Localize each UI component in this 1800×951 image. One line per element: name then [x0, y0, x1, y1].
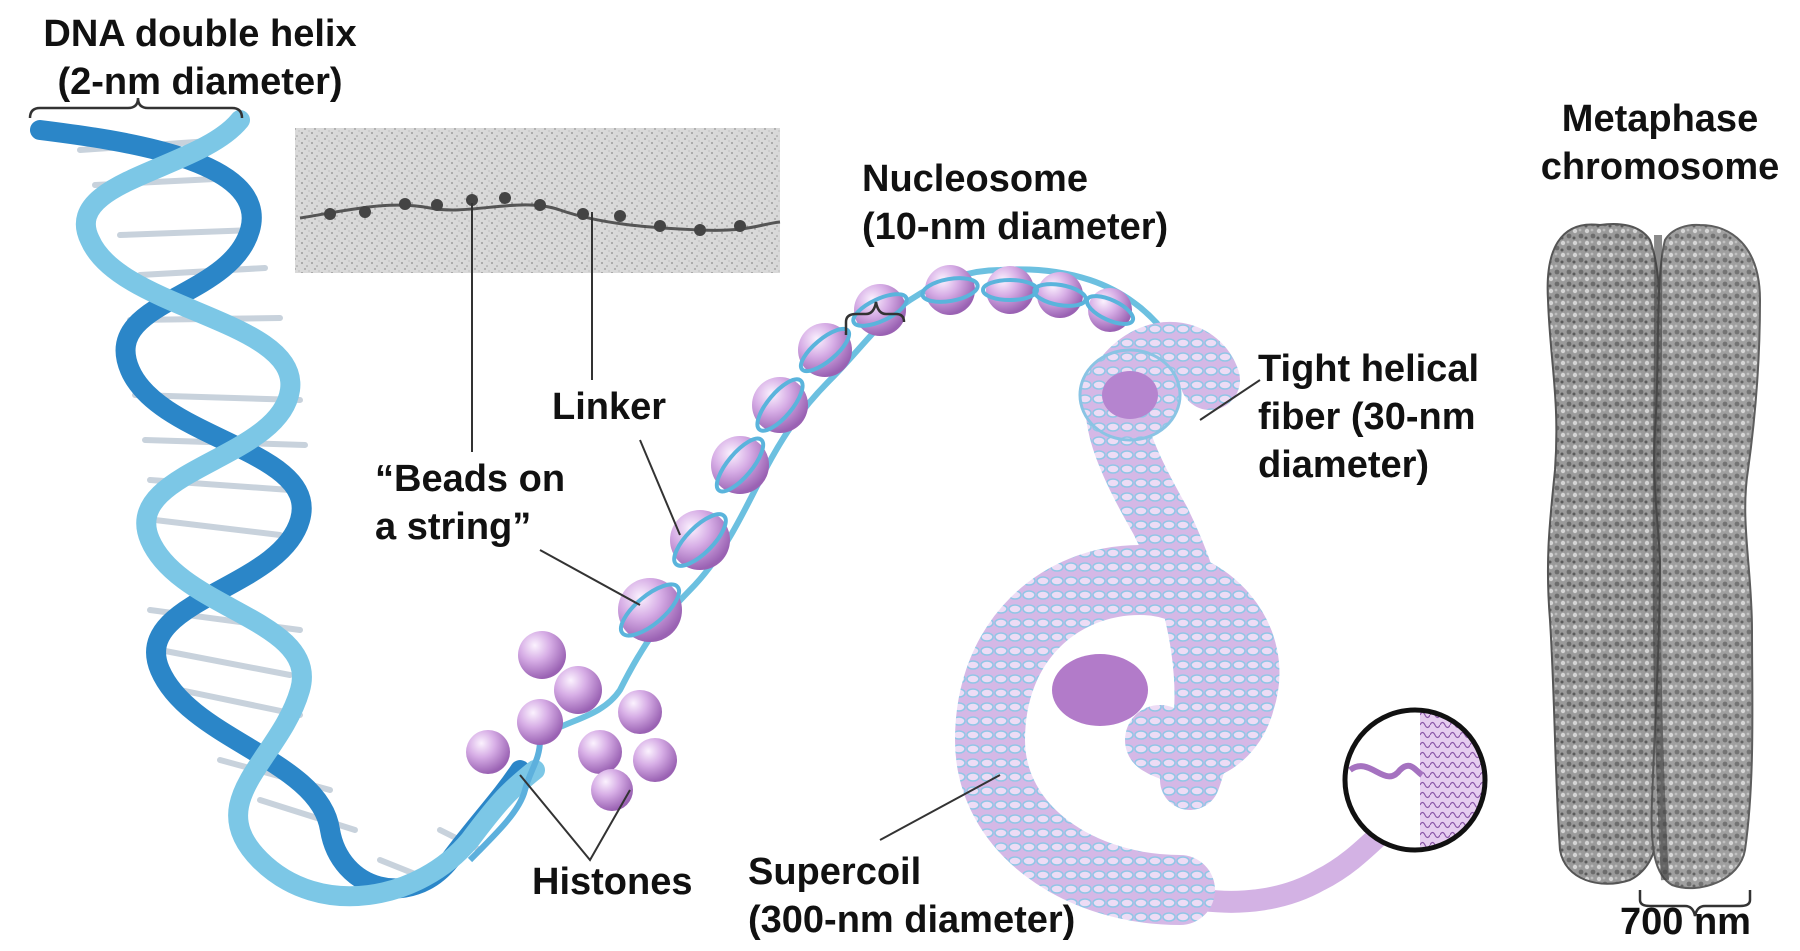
dna-helix-label: DNA double helix (2-nm diameter)	[10, 10, 390, 106]
tight-helical-fiber-label: Tight helical fiber (30-nm diameter)	[1258, 345, 1479, 489]
linker-leader-line	[640, 440, 680, 535]
beads-on-string-label: “Beads on a string”	[375, 455, 565, 551]
magnified-loop	[1345, 710, 1490, 850]
supercoil-label: Supercoil (300-nm diameter)	[748, 848, 1075, 944]
supercoil-label-line1: Supercoil	[748, 848, 1075, 896]
nucleosome-label-line1: Nucleosome	[862, 155, 1168, 203]
dna-helix-label-line1: DNA double helix	[10, 10, 390, 58]
nucleosome-label-line2: (10-nm diameter)	[862, 203, 1168, 251]
fiber-label-line2: fiber (30-nm	[1258, 393, 1479, 441]
chromatid-left	[1548, 224, 1663, 884]
fiber-label-line1: Tight helical	[1258, 345, 1479, 393]
beads-label-line2: a string”	[375, 503, 565, 551]
metaphase-chromosome-label: Metaphase chromosome	[1520, 95, 1800, 191]
supercoil-label-line2: (300-nm diameter)	[748, 896, 1075, 944]
metaphase-label-line1: Metaphase	[1520, 95, 1800, 143]
beads-micrograph	[295, 128, 780, 273]
chromatid-right	[1652, 225, 1760, 888]
histones-label: Histones	[532, 858, 692, 906]
scale-700nm-label: 700 nm	[1620, 898, 1751, 946]
beads-label-line1: “Beads on	[375, 455, 565, 503]
dna-helix-label-line2: (2-nm diameter)	[10, 58, 390, 106]
metaphase-chromosome	[1548, 224, 1760, 888]
supercoil-inner-hole	[1052, 654, 1148, 726]
fiber-label-line3: diameter)	[1258, 441, 1479, 489]
beads-leader-line-lower	[540, 550, 640, 605]
linker-label: Linker	[552, 383, 666, 431]
metaphase-label-line2: chromosome	[1520, 143, 1800, 191]
nucleosome-label: Nucleosome (10-nm diameter)	[862, 155, 1168, 251]
